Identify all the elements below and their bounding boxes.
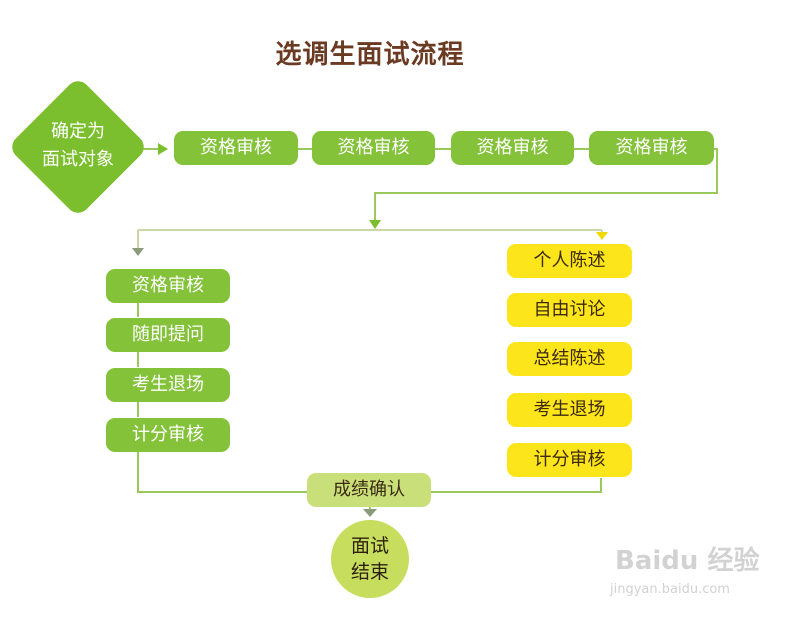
right-step-4: 考生退场 [507,393,632,427]
arrow-merge-to-end [363,509,377,517]
arrow-split-left [132,248,144,256]
top-step-2: 资格审核 [312,131,435,165]
top-step-1: 资格审核 [174,131,298,165]
page-title: 选调生面试流程 [275,40,465,70]
left-step-2: 随即提问 [106,318,230,352]
start-label-line2: 面试对象 [42,149,114,170]
left-step-3: 考生退场 [106,368,230,402]
left-step-4: 计分审核 [106,418,230,452]
connector-left-to-merge [137,452,307,493]
right-step-2: 自由讨论 [507,293,632,327]
arrow-start-to-row [158,143,168,155]
start-label: 确定为 面试对象 [22,118,134,174]
right-step-3: 总结陈述 [507,342,632,376]
arrow-row-down [369,220,381,229]
right-step-5: 计分审核 [507,443,632,477]
connector-right-to-merge [431,478,602,493]
end-label-line2: 结束 [350,561,389,583]
arrow-split-right [596,232,608,240]
end-label: 面试 结束 [345,533,395,585]
right-step-1: 个人陈述 [507,244,632,278]
end-label-line1: 面试 [350,535,389,557]
end-circle: 面试 结束 [331,520,409,598]
left-step-1: 资格审核 [106,269,230,303]
watermark-logo: Baidu 经验 [615,546,760,576]
top-step-4: 资格审核 [589,131,714,165]
top-step-3: 资格审核 [451,131,574,165]
watermark-url: jingyan.baidu.com [610,582,730,597]
connector-row-down [374,148,718,222]
merge-step: 成绩确认 [307,473,431,507]
start-label-line1: 确定为 [51,121,105,142]
